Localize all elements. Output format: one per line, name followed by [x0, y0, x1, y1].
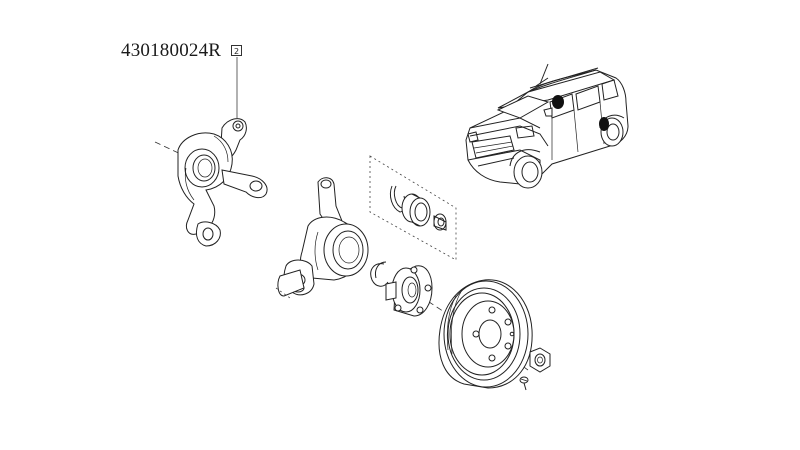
quantity-badge[interactable]: 2: [231, 45, 242, 56]
kit-outline-box: [370, 156, 456, 260]
brake-drum-part[interactable]: [439, 280, 532, 388]
vehicle-location-illustration: [466, 64, 628, 188]
hub-nut-part[interactable]: [530, 348, 550, 372]
wheel-hub-part[interactable]: [386, 266, 432, 316]
steering-knuckle-part[interactable]: [155, 119, 267, 246]
hub-carrier-part[interactable]: [276, 178, 368, 298]
part-number-label: 430180024R: [121, 40, 222, 61]
wheel-bearing-kit[interactable]: [370, 156, 456, 260]
drum-screw-part[interactable]: [520, 377, 528, 390]
snap-ring-part[interactable]: [371, 262, 388, 286]
